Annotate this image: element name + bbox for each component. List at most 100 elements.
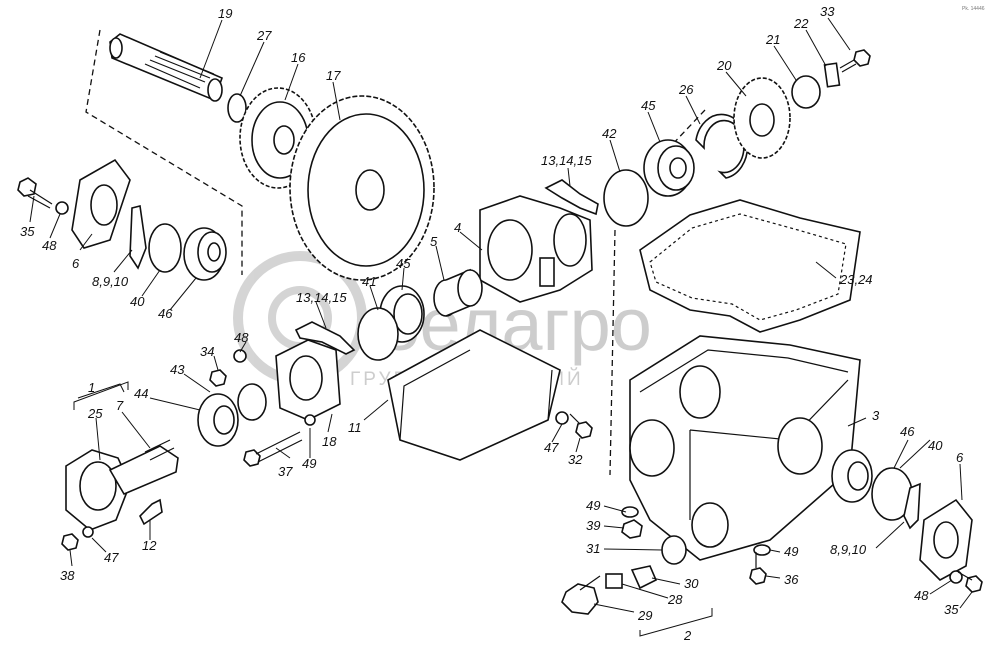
part-35-bolt-left: [17, 177, 53, 209]
part-20-gear: [733, 77, 791, 159]
label-5: 5: [430, 234, 438, 249]
label-28: 28: [667, 592, 683, 607]
label-43: 43: [170, 362, 185, 377]
part-48-washer-right: [949, 570, 963, 584]
label-20: 20: [716, 58, 732, 73]
part-31-ring: [661, 535, 687, 565]
label-3: 3: [872, 408, 880, 423]
part-13-14-15-gasket-upper: [544, 179, 599, 216]
label-48-left: 48: [42, 238, 57, 253]
label-32: 32: [568, 452, 583, 467]
label-39: 39: [586, 518, 600, 533]
label-26: 26: [678, 82, 694, 97]
label-48-middle: 48: [234, 330, 249, 345]
part-13-14-15-gasket-lower: [294, 321, 356, 355]
label-34: 34: [200, 344, 214, 359]
label-35-right: 35: [944, 602, 959, 617]
label-31: 31: [586, 541, 600, 556]
label-45-middle: 45: [396, 256, 411, 271]
part-39-nut: [621, 519, 643, 539]
part-48-washer-middle: [233, 349, 247, 363]
part-35-bolt-right: [957, 571, 983, 593]
label-38: 38: [60, 568, 75, 583]
label-2: 2: [683, 628, 692, 643]
part-37-bolt: [243, 431, 303, 467]
part-29-drain-plug: [561, 575, 601, 615]
part-21-lock-plate: [791, 75, 821, 109]
label-1: 1: [88, 380, 95, 395]
part-19-shaft: [109, 33, 224, 102]
part-40-o-ring-left: [148, 223, 182, 273]
label-40-left: 40: [130, 294, 145, 309]
part-47-washer-left: [82, 526, 94, 538]
part-44-bearing: [197, 393, 239, 447]
label-27: 27: [256, 28, 272, 43]
corner-mark: Pk. 14446: [962, 6, 985, 12]
label-49-lower: 49: [586, 498, 600, 513]
part-36-bolt: [749, 552, 767, 585]
label-30: 30: [684, 576, 699, 591]
part-49-washer-left: [304, 414, 316, 426]
part-5-sleeve: [433, 268, 483, 317]
label-6-left: 6: [72, 256, 80, 271]
part-38-nut: [61, 533, 79, 551]
label-35-left: 35: [20, 224, 35, 239]
part-17-large-gear: [289, 95, 435, 281]
label-19: 19: [218, 6, 232, 21]
label-16: 16: [291, 50, 306, 65]
label-40-right: 40: [928, 438, 943, 453]
part-45-bearing-upper: [643, 139, 695, 197]
part-25-flange: [65, 449, 131, 531]
part-30-clip: [630, 565, 658, 590]
label-46-left: 46: [158, 306, 173, 321]
label-46-right: 46: [900, 424, 915, 439]
part-4-bearing-housing: [479, 195, 593, 303]
part-8-9-10-gasket-left: [129, 205, 147, 270]
part-6-cover-left: [71, 158, 131, 249]
label-44: 44: [134, 386, 148, 401]
part-42-o-ring: [603, 169, 649, 227]
label-13-14-15-upper: 13,14,15: [541, 153, 592, 168]
label-45-upper: 45: [641, 98, 656, 113]
label-8-9-10-left: 8,9,10: [92, 274, 129, 289]
label-17: 17: [326, 68, 341, 83]
label-25: 25: [87, 406, 103, 421]
part-41-o-ring: [357, 307, 399, 361]
part-8-9-10-gasket-right: [903, 482, 921, 530]
label-13-14-15-lower: 13,14,15: [296, 290, 347, 305]
part-3-gearbox-housing: [629, 335, 861, 561]
part-46-bearing-left: [183, 227, 227, 281]
part-23-24-cover-gasket: [639, 199, 861, 333]
label-6-right: 6: [956, 450, 964, 465]
part-43-seal: [237, 383, 267, 421]
part-48-washer-left: [55, 201, 69, 215]
label-7: 7: [116, 398, 124, 413]
label-22: 22: [793, 16, 809, 31]
label-48-right: 48: [914, 588, 929, 603]
label-29: 29: [637, 608, 652, 623]
part-7-shaft: [108, 439, 179, 496]
leader-lines: [29, 17, 973, 637]
label-49-right: 49: [784, 544, 798, 559]
part-6-cover-right: [919, 498, 973, 581]
part-49-washer-lower: [621, 506, 639, 518]
part-27-circlip: [227, 93, 247, 123]
label-23-24: 23,24: [839, 272, 873, 287]
label-41: 41: [362, 274, 376, 289]
label-49-left: 49: [302, 456, 316, 471]
part-33-bolt: [839, 49, 871, 73]
part-26-circlip: [695, 113, 749, 179]
part-32-bolt: [569, 413, 593, 439]
label-33: 33: [820, 4, 835, 19]
label-18: 18: [322, 434, 337, 449]
part-labels: 19 27 16 17 13,14,15 42 45 26 20 21 22 3…: [20, 4, 964, 643]
part-18-bearing-cap: [275, 339, 341, 421]
part-22-tab-washer: [823, 62, 841, 88]
label-36: 36: [784, 572, 799, 587]
label-4: 4: [454, 220, 461, 235]
label-47-left: 47: [104, 550, 119, 565]
label-21: 21: [765, 32, 780, 47]
part-47-washer-right: [555, 411, 569, 425]
